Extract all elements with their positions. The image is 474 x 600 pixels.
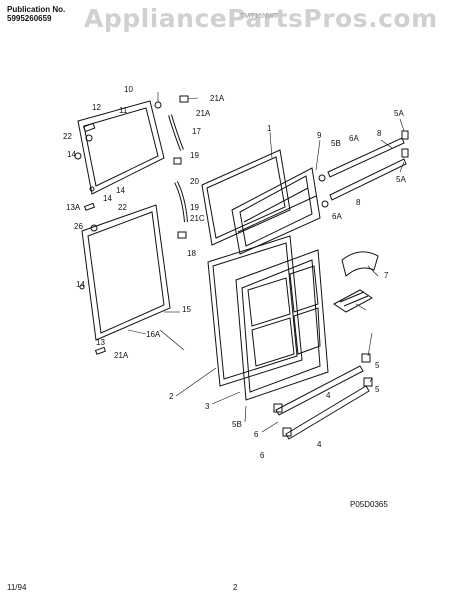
- callout-6A: 6A: [332, 212, 342, 221]
- callout-8: 8: [356, 198, 361, 207]
- callout-14: 14: [76, 280, 85, 289]
- callout-19: 19: [190, 151, 199, 160]
- callout-20: 21A: [196, 109, 211, 118]
- callout-16A: 17: [192, 127, 201, 136]
- model-code: TMT15NWT: [240, 13, 279, 20]
- callout-4: 4: [317, 440, 322, 449]
- fresh-food-door-gasket: [81, 204, 171, 341]
- watermark: AppliancePartsPros.com: [84, 4, 438, 33]
- callout-5: 5: [375, 361, 380, 370]
- freezer-shelf-bars: [318, 130, 409, 208]
- callout-13A: 13A: [66, 203, 81, 212]
- callout-1: 1: [267, 124, 272, 133]
- callout-18: 19: [190, 203, 199, 212]
- callout-14: 14: [67, 150, 76, 159]
- callout-22: 22: [63, 132, 72, 141]
- callout-5A: 5A: [396, 175, 406, 184]
- callout-13: 13: [96, 338, 105, 347]
- callout-3: 3: [205, 402, 210, 411]
- callout-5A: 5A: [394, 109, 404, 118]
- callout-21A: 21C: [190, 214, 205, 223]
- freezer-door-liner: [231, 167, 321, 255]
- callout-21A: 21A: [210, 94, 225, 103]
- callout-14: 14: [103, 194, 112, 203]
- diagram-code: P05D0365: [350, 500, 388, 509]
- fresh-food-shelf-bars: [273, 353, 373, 440]
- publication-label: Publication No.: [7, 5, 66, 14]
- callout-5: 5: [375, 385, 380, 394]
- callout-2: 2: [169, 392, 174, 401]
- callout-21A: 21A: [114, 351, 129, 360]
- callout-7: 7: [384, 271, 389, 280]
- fresh-food-door-liner: [235, 249, 329, 401]
- callout-14: 14: [116, 186, 125, 195]
- callout-6A: 6A: [349, 134, 359, 143]
- callout-6: 6: [260, 451, 265, 460]
- callout-15: 16A: [146, 330, 161, 339]
- freezer-door-gasket: [77, 100, 165, 195]
- publication-number: 5995260659: [7, 14, 52, 23]
- callout-17: 18: [187, 249, 196, 258]
- callout-4: 4: [326, 391, 331, 400]
- callout-21C: 22: [118, 203, 127, 212]
- callout-8: 8: [377, 129, 382, 138]
- butter-compartment-door: [341, 251, 379, 277]
- callout-5B: 5B: [331, 139, 341, 148]
- callout-14: 15: [182, 305, 191, 314]
- callout-12: 12: [92, 103, 101, 112]
- egg-tray: [333, 289, 373, 313]
- freezer-door-panel: [201, 149, 291, 246]
- callout-19: 20: [190, 177, 199, 186]
- hinge-parts-left: [74, 101, 162, 355]
- hinge-parts-center: [168, 95, 189, 239]
- callout-6: 6: [254, 430, 259, 439]
- page-number: 2: [233, 583, 238, 592]
- fresh-food-door-panel: [207, 235, 303, 387]
- footer-date: 11/94: [7, 583, 27, 592]
- callout-5B: 5B: [232, 420, 242, 429]
- callout-11: 11: [119, 106, 128, 115]
- callout-22: 26: [74, 222, 83, 231]
- callout-labels: 10 12 11 22 14 14 13A 14 22 26 14 15 16A…: [63, 85, 406, 460]
- callout-9: 9: [317, 131, 322, 140]
- callout-10: 10: [124, 85, 133, 94]
- callout-leaders: [127, 92, 405, 433]
